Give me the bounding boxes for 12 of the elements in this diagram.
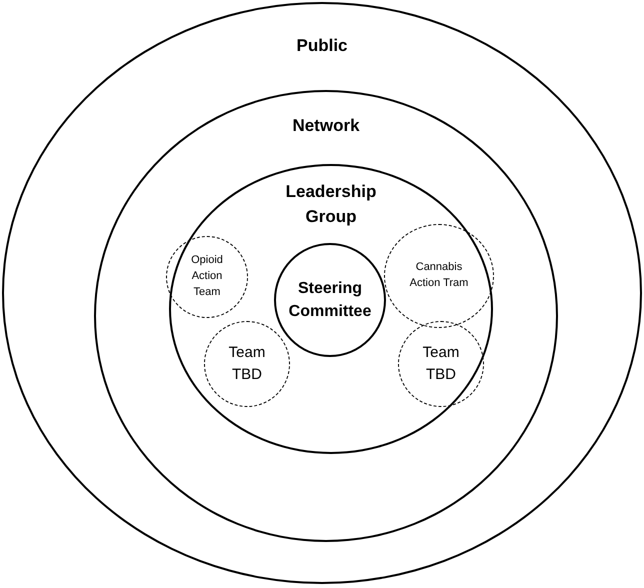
circle-label: Team TBD (228, 343, 266, 385)
circle-label: Cannabis Action Tram (408, 260, 470, 291)
ring-label: Leadership Group (284, 181, 378, 228)
team-circle (398, 321, 484, 407)
circle-label: Opioid Action Team (190, 253, 224, 300)
circle-label: Steering Committee (288, 278, 372, 322)
team-circle (204, 321, 290, 407)
circle-label: Team TBD (422, 343, 460, 385)
ring-label: Public (296, 35, 348, 57)
team-circle (384, 224, 494, 328)
ring-label: Network (292, 115, 360, 137)
team-circle (166, 236, 248, 318)
